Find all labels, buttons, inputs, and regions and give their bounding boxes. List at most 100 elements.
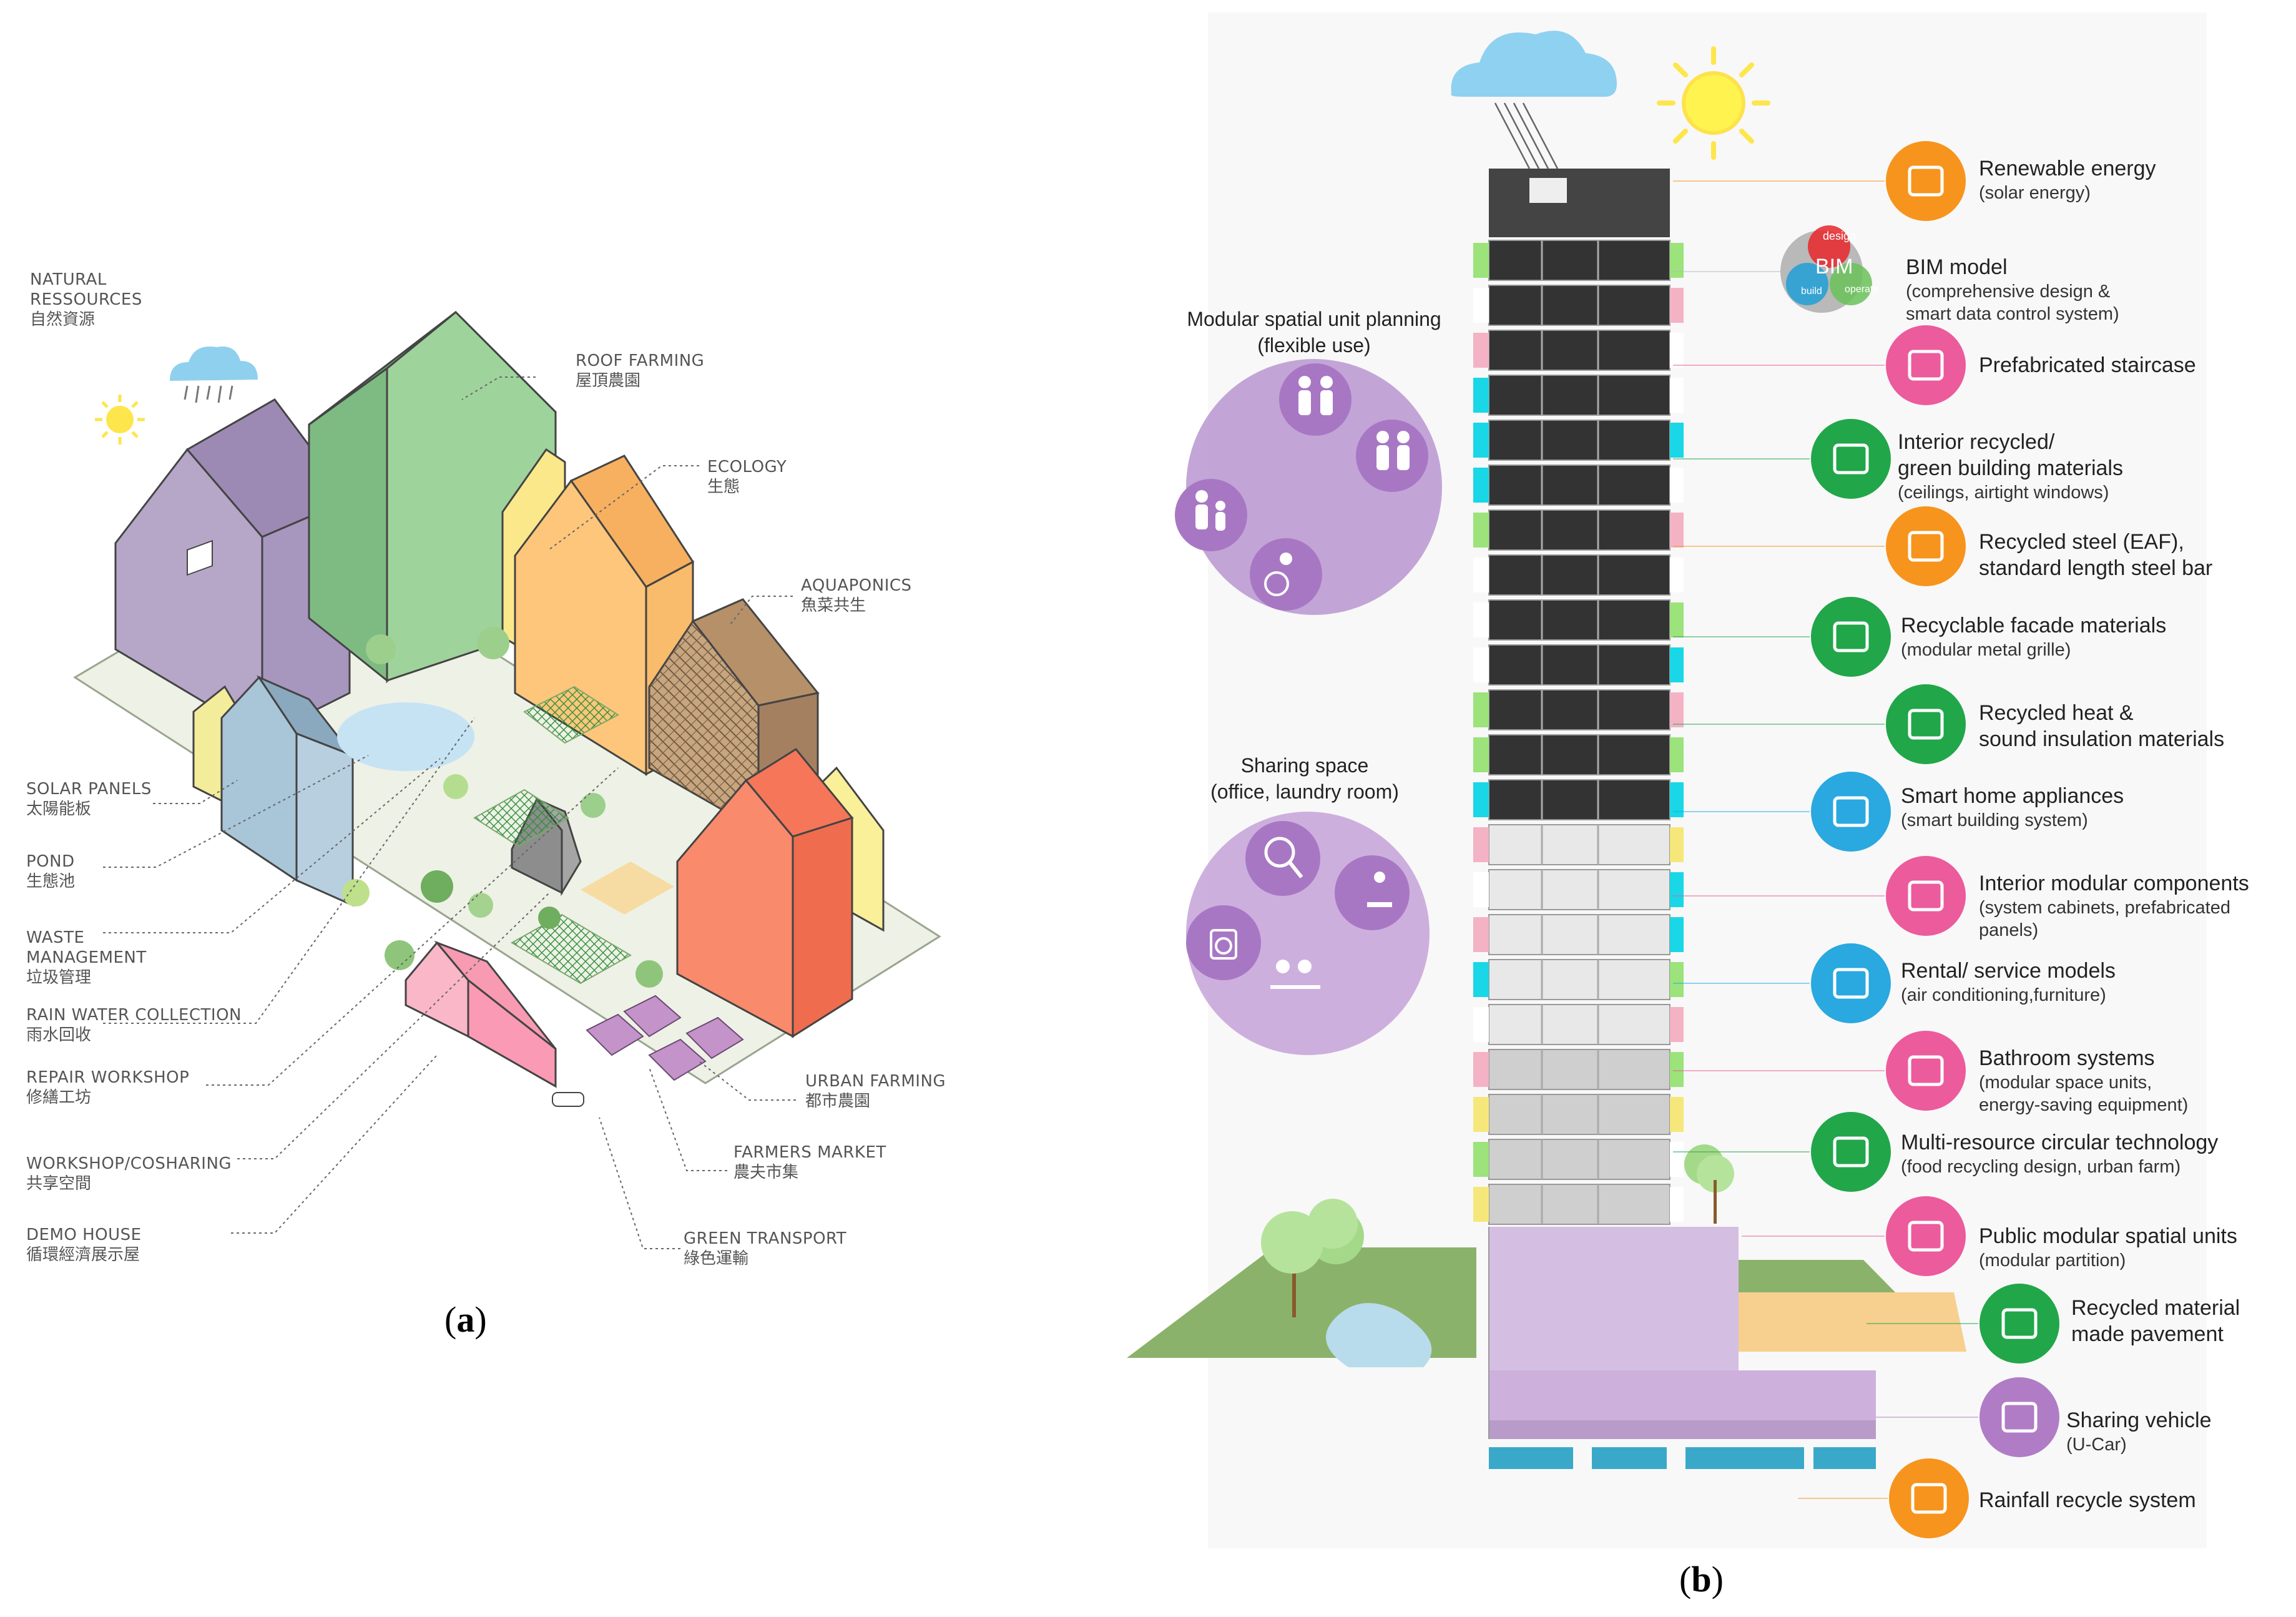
facade-panel [1473,827,1489,862]
facade-panel [1670,423,1684,458]
tower-floor [1488,554,1670,596]
air-conditioner-icon-glyph [1833,968,1869,999]
feature-title: Interior modular components [1979,872,2249,895]
facade-panel [1670,692,1684,727]
tower-floor [1488,599,1670,641]
feature-title: Rainfall recycle system [1979,1488,2196,1512]
panel-a-illustration [73,310,941,1249]
window-icon-glyph [1833,443,1869,474]
facade-panel [1670,558,1684,592]
tower-floor [1488,734,1670,775]
feature-title-line2: standard length steel bar [1979,556,2213,580]
tower-floor [1488,1094,1670,1135]
facade-panel [1670,333,1684,368]
tower [1473,169,1876,1469]
planning-people-icons [1175,363,1428,611]
bim-venn-circle [1808,225,1850,268]
bim-build-label: build [1801,286,1822,297]
feature-label: Rainfall recycle system [1979,1487,2196,1513]
feature-subtitle: (smart building system) [1901,810,2088,830]
feature-subtitle: (modular space units, [1979,1073,2152,1093]
feature-subtitle: (solar energy) [1979,183,2091,203]
smart-lamp-icon [1811,772,1891,852]
feature-label: BIM model(comprehensive design &smart da… [1906,254,2119,325]
modular-planning-title: Modular spatial unit planning(flexible u… [1187,308,1441,356]
feature-label: Rental/ service models(air conditioning,… [1901,958,2116,1006]
feature-title: Smart home appliances [1901,784,2124,808]
feature-subtitle: smart data control system) [1906,304,2119,324]
bathroom-unit-icon-glyph [1908,1055,1944,1086]
facade-panel [1670,782,1684,817]
tower-floor [1488,285,1670,326]
farm-plot [523,686,619,744]
bim-venn-circle [1786,263,1828,305]
feature-title: Recycled material [2071,1296,2240,1320]
feature-label: Sharing vehicle(U-Car) [2066,1407,2211,1456]
feature-title: Interior recycled/ [1898,430,2055,454]
facade-panel [1473,1007,1489,1042]
facade-grille-icon-glyph [1833,621,1869,652]
tower-floor [1488,869,1670,910]
facade-panel [1670,1142,1684,1177]
caption-b: (b) [1679,1559,1724,1600]
tower-floor [1488,644,1670,686]
facade-panel [1670,243,1684,278]
facade-panel [1473,917,1489,952]
facade-panel [1670,288,1684,323]
tower-floor [1488,1004,1670,1045]
modular-cabinet-icon [1886,856,1966,936]
staircase-icon [1886,325,1966,405]
bim-venn-circle [1830,263,1872,305]
feature-subtitle: energy-saving equipment) [1979,1095,2189,1115]
tower-floor [1488,1139,1670,1180]
facade-panel [1670,917,1684,952]
tower-floor [1488,824,1670,865]
feature-subtitle: (U-Car) [2066,1435,2127,1455]
panel-b-illustration [1127,12,2207,1548]
facade-panel [1670,1097,1684,1132]
pond-b [1326,1303,1432,1367]
modular-cabinet-icon-glyph [1908,880,1944,912]
feature-label: Interior recycled/green building materia… [1898,429,2123,504]
facade-panel [1473,288,1489,323]
feature-label: Recyclable facade materials(modular meta… [1901,612,2166,661]
tower-floor [1488,240,1670,281]
pavement [1710,1292,1966,1352]
facade-panel [1670,827,1684,862]
pavement-icon-glyph [2001,1308,2038,1339]
facade-panel [1473,1187,1489,1222]
feature-title: Prefabricated staircase [1979,353,2196,377]
feature-label: Prefabricated staircase [1979,352,2196,378]
facade-panel [1473,558,1489,592]
feature-label: Smart home appliances(smart building sys… [1901,783,2124,832]
window-icon [1811,419,1891,499]
facade-panel [1473,1052,1489,1087]
trees-b [1261,1144,1734,1317]
tower-floor [1488,779,1670,820]
feature-label: Recycled heat &sound insulation material… [1979,700,2224,752]
facade-panel [1670,602,1684,637]
facade-panel [1670,513,1684,548]
feature-label: Multi-resource circular technology(food … [1901,1129,2218,1178]
facade-panel [1473,647,1489,682]
solar-panel-icon [1886,141,1966,221]
feature-label: Public modular spatial units(modular par… [1979,1223,2237,1272]
tower-floor [1488,959,1670,1000]
facade-panel [1473,378,1489,413]
caption-a: (a) [444,1299,487,1340]
facade-panel [1670,1052,1684,1087]
feature-label: Renewable energy(solar energy) [1979,155,2156,204]
feature-title: Public modular spatial units [1979,1224,2237,1248]
facade-panel [1473,513,1489,548]
feature-subtitle: panels) [1979,920,2039,940]
facade-panel [1670,468,1684,503]
rain-cloud-icon [170,346,258,403]
farm-plot [473,789,569,847]
